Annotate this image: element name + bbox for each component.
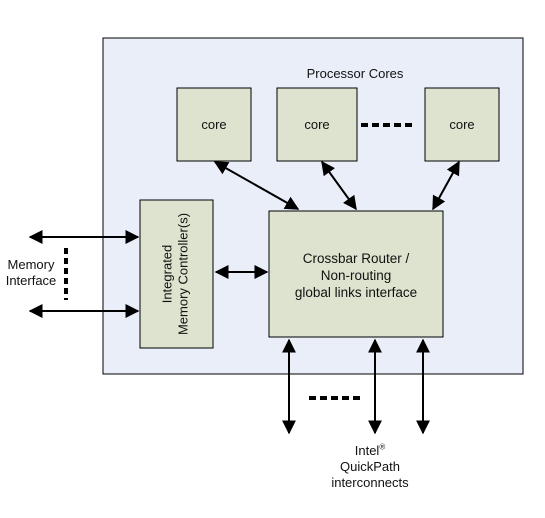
- crossbar-label-line1: Crossbar Router /: [302, 251, 410, 266]
- qpi-line3: interconnects: [331, 475, 409, 490]
- processor-cores-title: Processor Cores: [306, 66, 404, 81]
- core-block-3: [424, 87, 500, 162]
- core-block-2: [276, 87, 358, 162]
- arrow-core3-crossbar: [432, 160, 460, 211]
- qpi-line1: Intel®: [310, 443, 430, 459]
- qpi-registered-mark: ®: [379, 442, 386, 452]
- memory-controller-label: Integrated Memory Controller(s): [160, 198, 194, 351]
- crossbar-label-line2: Non-routing: [320, 268, 392, 283]
- arrow-core2-crossbar: [321, 160, 357, 211]
- crossbar-label-line3: global links interface: [294, 285, 418, 300]
- qpi-label: Intel® QuickPath interconnects: [310, 443, 430, 491]
- memory-controller-label-line2: Memory Controller(s): [175, 212, 191, 336]
- crossbar-label: Crossbar Router / Non-routing global lin…: [269, 250, 443, 301]
- core-label-2: core: [304, 117, 330, 132]
- memory-interface-line2: Interface: [5, 273, 57, 288]
- core-label-1: core: [201, 117, 227, 132]
- crossbar-router-block: [268, 210, 444, 338]
- core-label-3: core: [449, 117, 475, 132]
- memory-controller-block: [139, 199, 214, 349]
- memory-interface-label: Memory Interface: [0, 257, 62, 289]
- arrow-core1-crossbar: [213, 161, 300, 210]
- qpi-line2: QuickPath: [340, 459, 400, 474]
- memory-interface-line1: Memory: [7, 257, 55, 272]
- core-block-1: [176, 87, 252, 162]
- qpi-brand: Intel: [354, 443, 380, 458]
- memory-controller-label-line1: Integrated: [159, 244, 175, 304]
